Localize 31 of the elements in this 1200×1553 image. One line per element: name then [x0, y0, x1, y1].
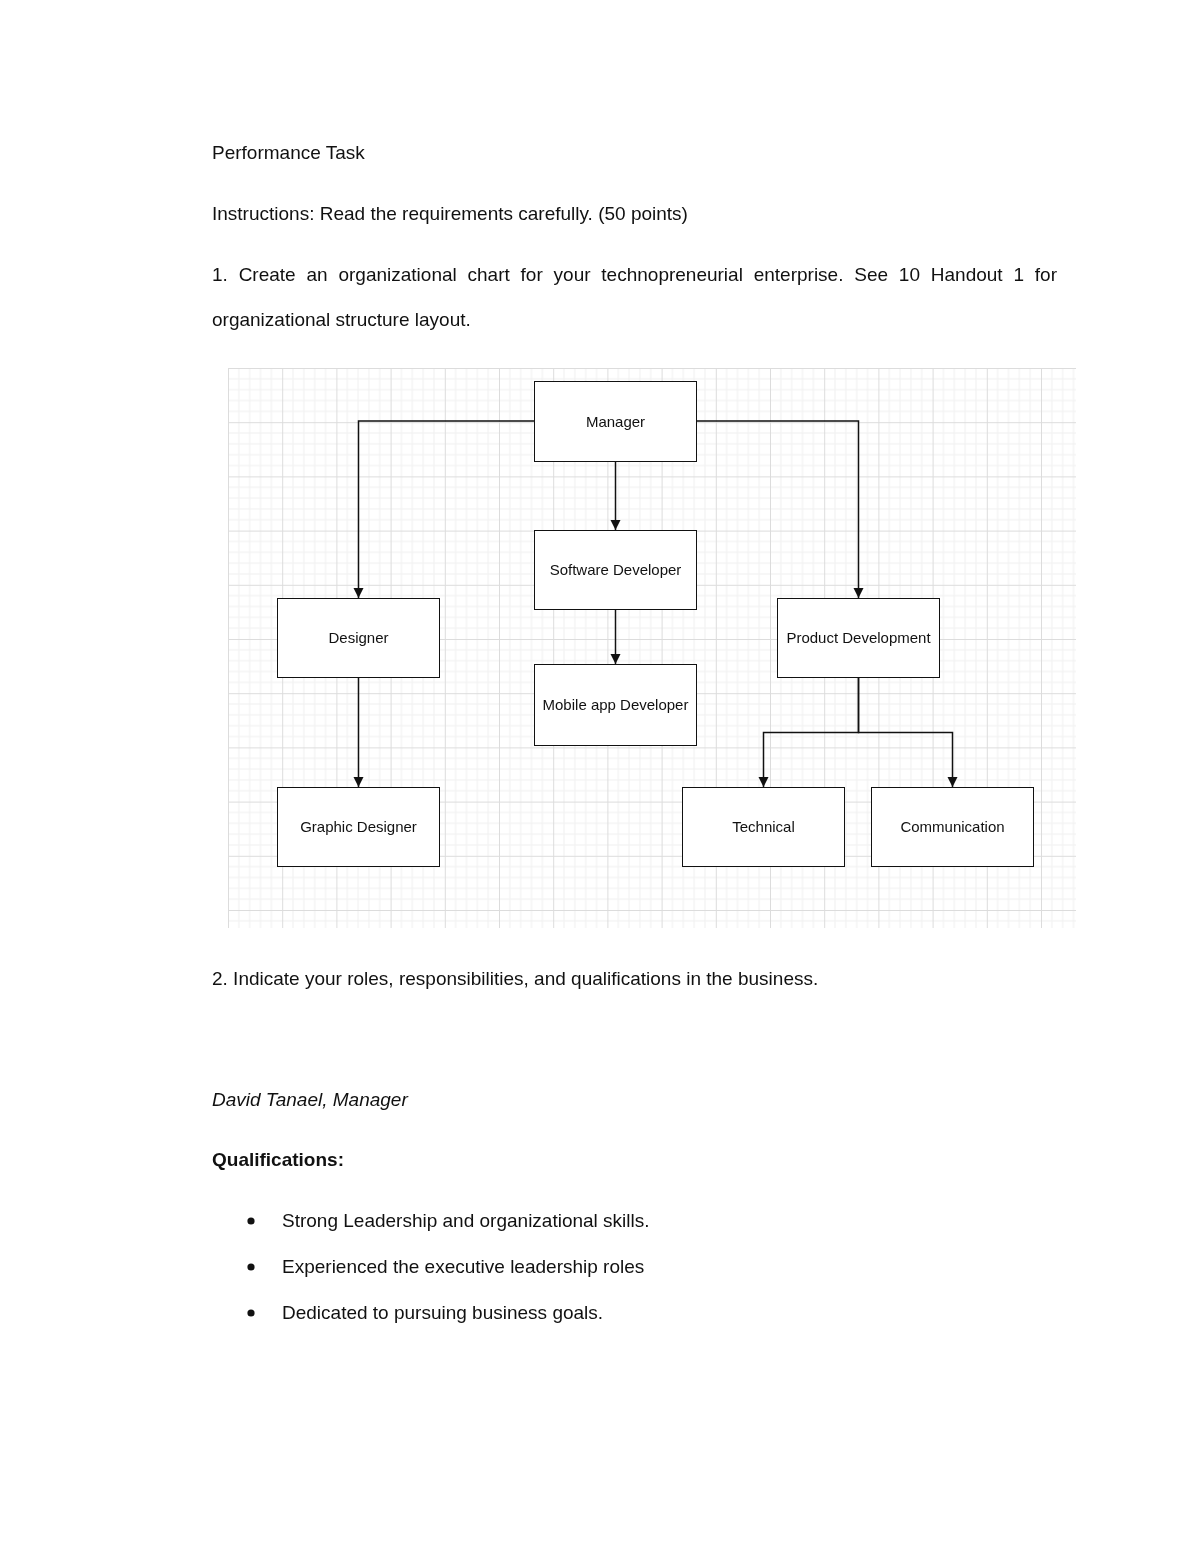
role-label: Designer [328, 629, 389, 647]
role-box [534, 530, 697, 610]
task-paragraph: 1. Create an organizational chart for your technopreneurial enterprise. See 10 Handout 1 for organizational structure layout. [212, 262, 1057, 332]
page-title: Performance Task [212, 142, 365, 164]
role-box [277, 787, 440, 867]
bullet-item: Dedicated to pursuing business goals. [282, 1302, 604, 1324]
arrow [857, 677, 958, 788]
role-label: Software Developer [549, 561, 682, 579]
task-paragraph: 2. Indicate your roles, responsibilities, and qualifications in the business. [212, 968, 819, 990]
instruction-text: Instructions: Read the requirements carefully. (50 points) [212, 203, 688, 225]
bullet-item: Strong Leadership and organizational skills. [282, 1210, 650, 1232]
role-box [682, 787, 845, 867]
person-name: David Tanael, Manager [212, 1089, 408, 1111]
arrow [353, 420, 535, 599]
arrow [610, 461, 621, 531]
role-box [871, 787, 1034, 867]
role-label: Mobile app Developer [542, 696, 689, 714]
arrow [353, 677, 364, 788]
role-label: Communication [900, 818, 1005, 836]
bullet-item: Experienced the executive leadership roles [282, 1256, 645, 1278]
role-box [534, 381, 697, 462]
arrow [696, 420, 864, 599]
role-label: Product Development [786, 629, 931, 647]
role-label: Manager [585, 412, 646, 431]
role-box [277, 598, 440, 678]
section-heading: Qualifications: [212, 1149, 344, 1171]
role-label: Graphic Designer [300, 818, 417, 836]
role-label: Technical [732, 818, 795, 836]
role-box [777, 598, 940, 678]
arrow [610, 609, 621, 665]
role-box [534, 664, 697, 746]
